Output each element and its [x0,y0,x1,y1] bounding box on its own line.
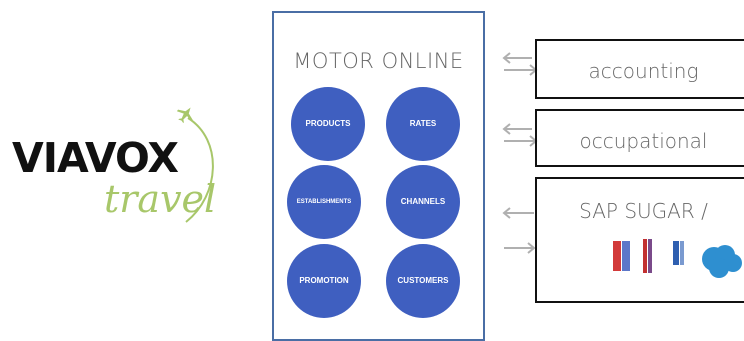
accounting-box: accounting [535,39,744,99]
module-products[interactable]: PRODUCTS [291,87,365,161]
platinum-logo-icon [673,241,684,265]
airplane-arc-icon [176,107,214,223]
module-channels[interactable]: CHANNELS [386,165,460,239]
accounting-label: accounting [588,59,699,83]
logo-wordmark: VIAVOX [12,134,179,182]
opera-logo-icon [613,241,630,271]
motor-title: MOTOR ONLINE [293,49,464,73]
arrow-right-icon [504,242,536,254]
priceline-logo-icon [643,239,652,273]
module-establishments[interactable]: ESTABLISHMENTS [287,165,361,239]
module-customers[interactable]: CUSTOMERS [386,244,460,318]
sap-sugar-label: SAP SUGAR / [579,199,708,223]
arrow-left-icon [502,207,534,219]
bidirectional-arrow-icon [502,123,538,147]
sap-sugar-box: SAP SUGAR / [535,177,744,303]
occupational-label: occupational [579,129,708,153]
viavox-logo: VIAVOX travel [8,100,218,230]
integration-logos [613,239,742,278]
motor-online-box: MOTOR ONLINE PRODUCTS RATES ESTABLISHMEN… [272,11,485,341]
bidirectional-arrow-icon [502,52,538,76]
module-rates[interactable]: RATES [386,87,460,161]
salesforce-cloud-icon [702,245,742,278]
logo-subtitle: travel [104,177,217,221]
module-promotion[interactable]: PROMOTION [287,244,361,318]
occupational-box: occupational [535,109,744,167]
